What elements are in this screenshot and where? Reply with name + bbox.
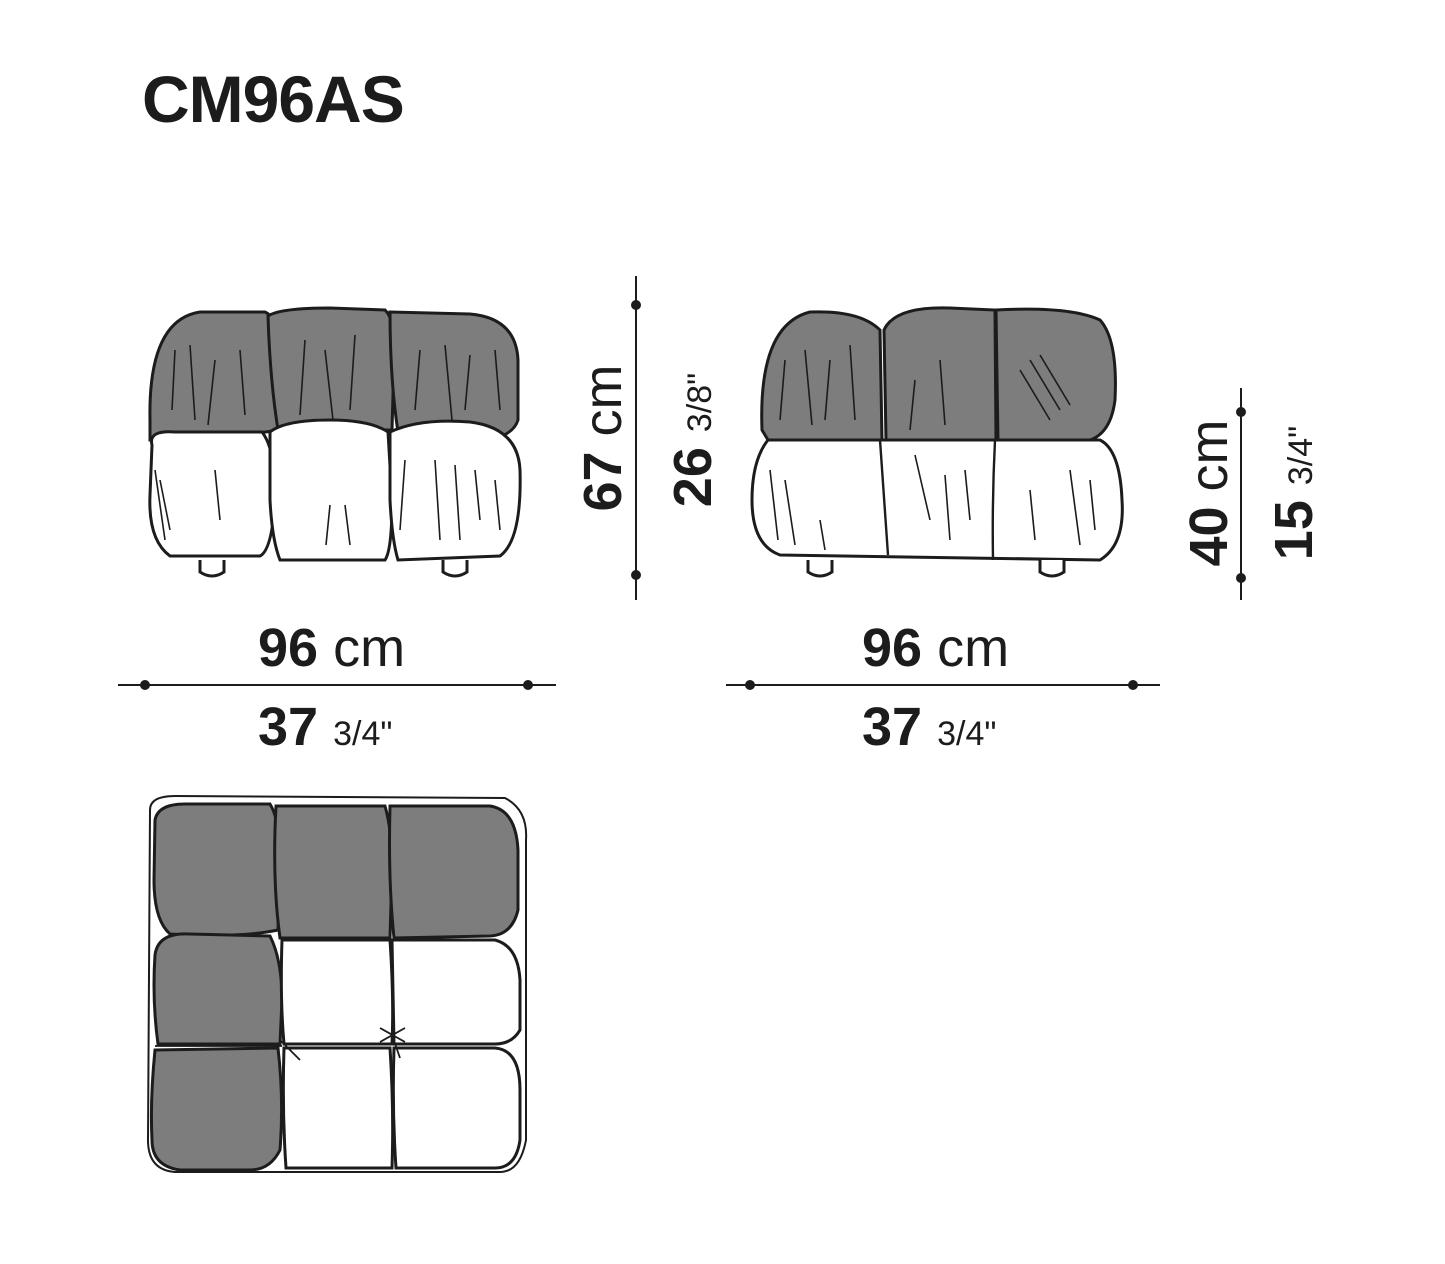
front-foot-right — [441, 560, 469, 578]
side-width-metric: 96 cm — [862, 618, 1010, 678]
model-code-title: CM96AS — [142, 62, 405, 136]
front-back-cushion-left — [148, 310, 284, 442]
front-seat-cushion-left — [148, 430, 277, 558]
front-height-metric: 67 cm — [573, 364, 633, 512]
side-back-cushion-center — [882, 306, 998, 442]
front-view-drawing — [148, 306, 522, 578]
top-cushion-front-right — [391, 1046, 522, 1170]
side-back-cushion-right — [994, 307, 1117, 444]
side-width-imperial: 37 3/4" — [862, 697, 997, 757]
top-view-drawing — [146, 794, 528, 1173]
top-cushion-mid-center — [279, 938, 395, 1046]
side-seat-cushion — [750, 438, 1124, 562]
side-height-imperial: 15 3/4" — [1264, 425, 1324, 561]
side-back-cushion-left — [760, 310, 884, 442]
front-width-metric: 96 cm — [258, 618, 406, 678]
side-foot-left — [806, 560, 834, 578]
front-height-imperial: 26 3/8" — [663, 372, 723, 508]
front-width-imperial: 37 3/4" — [258, 697, 393, 757]
side-foot-right — [1038, 560, 1066, 578]
side-height-dimension-line — [1236, 388, 1246, 600]
front-foot-left — [198, 560, 226, 578]
top-cushion-back-center — [273, 804, 394, 940]
front-seat-cushion-center — [268, 418, 394, 562]
front-height-dimension-line — [631, 276, 641, 600]
side-view-drawing — [750, 306, 1124, 578]
front-width-dimension-line — [118, 680, 556, 690]
top-cushion-front-left — [149, 1046, 284, 1172]
side-height-metric: 40 cm — [1179, 419, 1239, 567]
top-cushion-mid-left — [152, 932, 284, 1046]
front-back-cushion-center — [266, 306, 396, 432]
top-cushion-mid-right — [390, 938, 522, 1046]
top-cushion-front-center — [281, 1046, 395, 1170]
front-seat-cushion-right — [388, 419, 522, 562]
top-cushion-back-left — [152, 802, 282, 937]
top-outline — [146, 794, 528, 1173]
side-width-dimension-line — [726, 680, 1160, 690]
top-cushion-back-right — [388, 804, 520, 940]
